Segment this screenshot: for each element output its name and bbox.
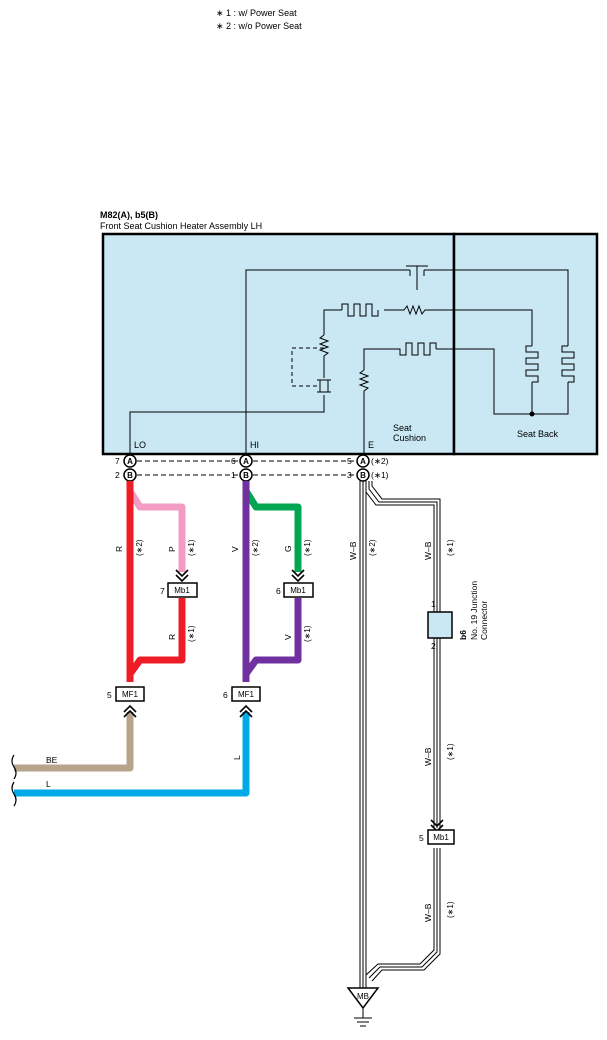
seat-back-label: Seat Back xyxy=(517,429,559,439)
mb1-hi-pin: 6 xyxy=(276,586,281,596)
wire-note-r: (∗2) xyxy=(135,539,144,556)
wire-pink xyxy=(126,481,186,572)
svg-text:MF1: MF1 xyxy=(122,690,139,699)
ground-wires xyxy=(359,481,441,988)
svg-text:Mb1: Mb1 xyxy=(433,833,449,842)
wire-note-wb2: (∗1) xyxy=(446,539,455,556)
wire-label-wb3: W–B xyxy=(423,747,433,766)
wire-red-2 xyxy=(127,598,186,677)
wire-tan xyxy=(14,712,134,772)
note-no-power-seat: ∗ 2 : w/o Power Seat xyxy=(216,21,302,31)
lo-label: LO xyxy=(134,440,146,450)
wire-label-g: G xyxy=(283,545,293,552)
wire-note-wb: (∗2) xyxy=(368,539,377,556)
wire-label-be: BE xyxy=(46,755,58,765)
conn-a-lo: A xyxy=(127,457,133,466)
wire-purple-2 xyxy=(243,598,302,677)
mb1-lo-pin: 7 xyxy=(160,586,165,596)
svg-text:Mb1: Mb1 xyxy=(174,586,190,595)
pin-hi-a: 6 xyxy=(231,456,236,466)
ground-symbol xyxy=(346,987,380,1027)
conn-b-lo: B xyxy=(127,471,133,480)
svg-text:Mb1: Mb1 xyxy=(290,586,306,595)
pin-e-b: 3 xyxy=(347,470,352,480)
junction-name: No. 19 Junction xyxy=(469,581,479,640)
component-code: M82(A), b5(B) xyxy=(100,210,158,220)
connector-pin-rows xyxy=(123,454,370,482)
wire-label-r2: R xyxy=(167,634,177,640)
wiring xyxy=(14,481,302,797)
junction-dot xyxy=(529,411,535,417)
wire-label-l-vert: L xyxy=(232,755,242,760)
connector-mb1-lo: Mb1 xyxy=(167,582,198,598)
conn-a-hi: A xyxy=(243,457,249,466)
cushion-label: Cushion xyxy=(393,433,426,443)
ground-label: MB xyxy=(357,992,369,1001)
note-power-seat: ∗ 1 : w/ Power Seat xyxy=(216,8,297,18)
wire-note-r2: (∗1) xyxy=(187,625,196,642)
junction-name-2: Connector xyxy=(479,601,489,640)
wire-note-g: (∗1) xyxy=(303,539,312,556)
wire-label-wb2: W–B xyxy=(423,541,433,560)
e-label: E xyxy=(368,440,374,450)
wire-label-p: P xyxy=(167,546,177,552)
wire-note-wb3: (∗1) xyxy=(446,743,455,760)
wire-label-wb4: W–B xyxy=(423,903,433,922)
pin-note-a: (∗2) xyxy=(371,456,389,466)
conn-b-e: B xyxy=(360,471,366,480)
wire-note-p: (∗1) xyxy=(187,539,196,556)
seat-label: Seat xyxy=(393,423,412,433)
pin-e-a: 5 xyxy=(347,456,352,466)
junction-pin-top: 1 xyxy=(431,599,436,609)
wire-note-v2: (∗1) xyxy=(303,625,312,642)
wire-note-wb4: (∗1) xyxy=(446,901,455,918)
connector-mf1-lo: MF1 xyxy=(115,686,145,702)
junction-connector-box xyxy=(427,611,453,639)
chevron-markers xyxy=(123,569,444,833)
wire-label-wb: W–B xyxy=(348,541,358,560)
wire-label-v: V xyxy=(230,546,240,552)
mf1-hi-pin: 6 xyxy=(223,690,228,700)
break-mark-lower xyxy=(11,781,17,807)
internal-circuit xyxy=(129,265,575,455)
mb1-ground-pin: 5 xyxy=(419,833,424,843)
connector-mb1-ground: Mb1 xyxy=(427,829,455,845)
conn-a-e: A xyxy=(360,457,366,466)
junction-code: b6 xyxy=(458,630,468,640)
wire-label-r: R xyxy=(114,546,124,552)
conn-b-hi: B xyxy=(243,471,249,480)
wire-label-v2: V xyxy=(283,634,293,640)
pin-lo-a: 7 xyxy=(115,456,120,466)
pin-hi-b: 1 xyxy=(231,470,236,480)
pin-lo-b: 2 xyxy=(115,470,120,480)
wire-note-v: (∗2) xyxy=(251,539,260,556)
connector-mb1-hi: Mb1 xyxy=(283,582,314,598)
component-name: Front Seat Cushion Heater Assembly LH xyxy=(100,221,262,231)
break-mark-upper xyxy=(11,754,17,780)
svg-text:MF1: MF1 xyxy=(238,690,255,699)
connector-mf1-hi: MF1 xyxy=(231,686,261,702)
wire-blue xyxy=(14,712,250,797)
pin-note-b: (∗1) xyxy=(371,470,389,480)
junction-pin-bottom: 2 xyxy=(431,641,436,651)
wire-label-l: L xyxy=(46,779,51,789)
heater-assembly-box xyxy=(101,232,599,456)
hi-label: HI xyxy=(250,440,259,450)
wire-green xyxy=(242,481,302,572)
mf1-lo-pin: 5 xyxy=(107,690,112,700)
